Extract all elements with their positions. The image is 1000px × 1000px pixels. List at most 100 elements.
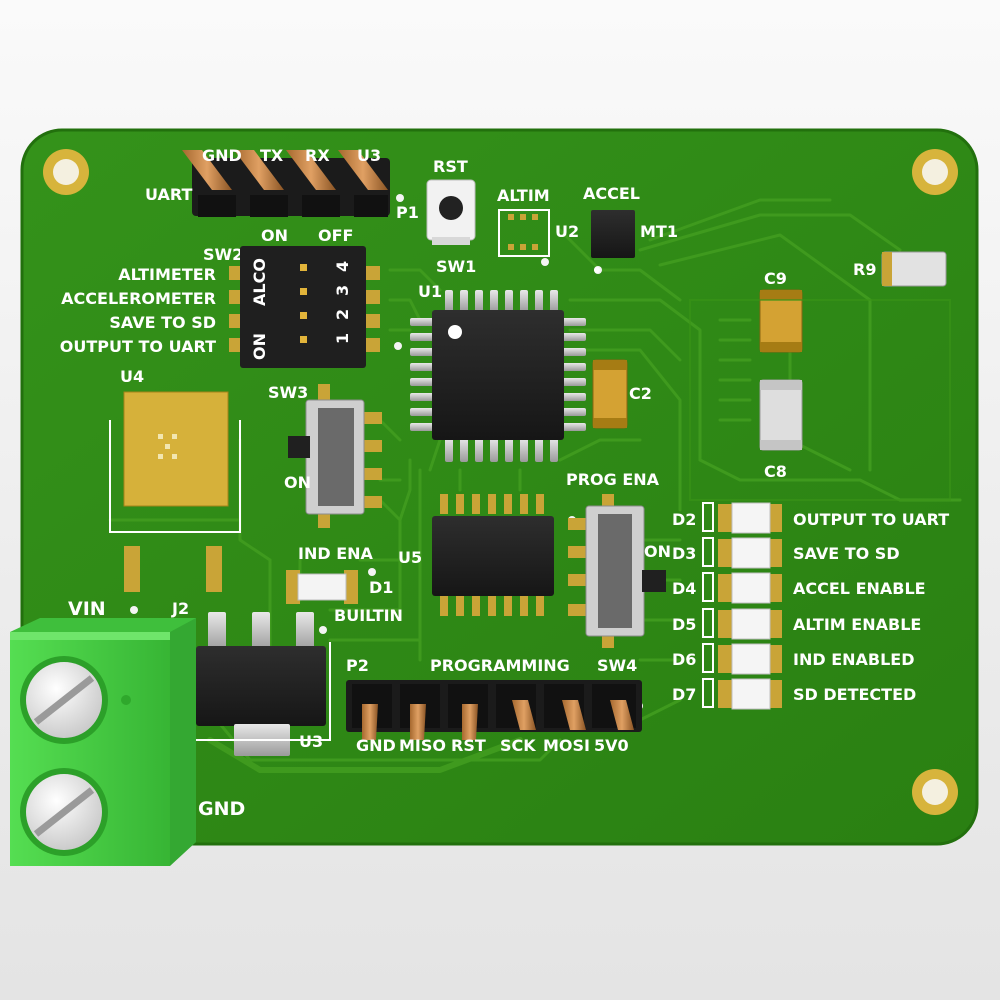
dip-option-output-to-uart: OUTPUT TO UART bbox=[60, 337, 216, 356]
dip-number-2: 2 bbox=[333, 309, 352, 320]
screw-top[interactable] bbox=[20, 656, 108, 744]
dip-number-4: 4 bbox=[333, 261, 352, 272]
led-descriptions: OUTPUT TO UART SAVE TO SD ACCEL ENABLE A… bbox=[793, 510, 949, 704]
sw2-label: SW2 bbox=[203, 245, 243, 264]
dip-number-1: 1 bbox=[333, 333, 352, 344]
dip-option-save-to-sd: SAVE TO SD bbox=[109, 313, 216, 332]
c8-label: C8 bbox=[764, 462, 787, 481]
led-label-d3: SAVE TO SD bbox=[793, 544, 900, 563]
accelerometer-mt1 bbox=[591, 210, 635, 273]
led-d7 bbox=[702, 678, 782, 710]
uart-header-p1[interactable] bbox=[182, 150, 390, 217]
sensor-u4 bbox=[109, 391, 241, 533]
pin-gnd-label: GND bbox=[356, 736, 396, 755]
rx-pin-label: RX bbox=[305, 146, 330, 165]
led-column bbox=[702, 502, 782, 710]
pin-5v0-label: 5V0 bbox=[594, 736, 629, 755]
led-ref-d2: D2 bbox=[672, 510, 696, 529]
p1-label: P1 bbox=[396, 203, 419, 222]
altimeter-sensor-u2 bbox=[498, 209, 550, 257]
tx-pin-label: TX bbox=[260, 146, 284, 165]
u2-label: U2 bbox=[555, 222, 579, 241]
led-d1 bbox=[286, 570, 358, 604]
programming-label: PROGRAMMING bbox=[430, 656, 570, 675]
gnd-pin-label: GND bbox=[202, 146, 242, 165]
led-d3 bbox=[702, 537, 782, 569]
slide-switch-sw3[interactable] bbox=[288, 384, 382, 528]
mounting-holes bbox=[43, 149, 958, 815]
accel-label: ACCEL bbox=[583, 184, 640, 203]
programming-pin-labels: GND MISO RST SCK MOSI 5V0 bbox=[356, 736, 629, 755]
c2-label: C2 bbox=[629, 384, 652, 403]
led-ref-d5: D5 bbox=[672, 615, 696, 634]
capacitor-c9 bbox=[759, 289, 803, 353]
vin-label: VIN bbox=[68, 598, 106, 620]
rst-label: RST bbox=[433, 157, 468, 176]
reset-button-sw1[interactable] bbox=[426, 179, 476, 245]
sw3-on-label: ON bbox=[284, 473, 311, 492]
u1-label: U1 bbox=[418, 282, 442, 301]
u3-bottom-label: U3 bbox=[299, 732, 323, 751]
p2-label: P2 bbox=[346, 656, 369, 675]
builtin-label: BUILTIN bbox=[334, 606, 403, 625]
dip-switch-sw2[interactable] bbox=[229, 246, 380, 368]
sw1-label: SW1 bbox=[436, 257, 476, 276]
dip-number-3: 3 bbox=[333, 285, 352, 296]
capacitor-c8 bbox=[759, 379, 803, 451]
led-d5 bbox=[702, 608, 782, 640]
led-d4 bbox=[702, 572, 782, 604]
microcontroller-u1 bbox=[410, 290, 586, 462]
led-label-d4: ACCEL ENABLE bbox=[793, 579, 926, 598]
led-ref-d4: D4 bbox=[672, 579, 696, 598]
ic-u5 bbox=[432, 494, 554, 616]
sw4-label: SW4 bbox=[597, 656, 637, 675]
ind-ena-label: IND ENA bbox=[298, 544, 374, 563]
programming-header-p2[interactable] bbox=[346, 680, 642, 740]
u3-top-label: U3 bbox=[357, 146, 381, 165]
dip-on-label: ON bbox=[250, 333, 269, 360]
dip-option-accelerometer: ACCELEROMETER bbox=[61, 289, 216, 308]
dip-brand-label: ALCO bbox=[250, 258, 269, 306]
prog-ena-label: PROG ENA bbox=[566, 470, 660, 489]
led-label-d7: SD DETECTED bbox=[793, 685, 916, 704]
j2-pads bbox=[124, 546, 222, 592]
d1-label: D1 bbox=[369, 578, 393, 597]
screw-bottom[interactable] bbox=[20, 768, 108, 856]
dip-option-altimeter: ALTIMETER bbox=[118, 265, 216, 284]
power-terminal-block-j2[interactable] bbox=[10, 618, 196, 866]
capacitor-c2 bbox=[592, 359, 628, 429]
sw4-on-label: ON bbox=[644, 542, 671, 561]
c9-label: C9 bbox=[764, 269, 787, 288]
led-label-d6: IND ENABLED bbox=[793, 650, 915, 669]
dip-option-labels: ALTIMETER ACCELEROMETER SAVE TO SD OUTPU… bbox=[60, 265, 216, 356]
on-label: ON bbox=[261, 226, 288, 245]
dip-number-labels: 1 2 3 4 bbox=[333, 261, 352, 344]
led-d2 bbox=[702, 502, 782, 534]
gnd-bottom-label: GND bbox=[198, 798, 245, 820]
led-ref-d7: D7 bbox=[672, 685, 696, 704]
u4-label: U4 bbox=[120, 367, 144, 386]
u5-label: U5 bbox=[398, 548, 422, 567]
altim-label: ALTIM bbox=[497, 186, 550, 205]
sw3-label: SW3 bbox=[268, 383, 308, 402]
j2-label: J2 bbox=[171, 599, 189, 618]
sd-card-footprint bbox=[689, 299, 951, 501]
slide-switch-sw4[interactable] bbox=[568, 494, 666, 648]
pin-miso-label: MISO bbox=[399, 736, 446, 755]
led-label-d2: OUTPUT TO UART bbox=[793, 510, 949, 529]
led-refs: D2 D3 D4 D5 D6 D7 bbox=[672, 510, 696, 704]
resistor-r9 bbox=[881, 251, 947, 287]
pin-mosi-label: MOSI bbox=[543, 736, 590, 755]
led-ref-d3: D3 bbox=[672, 544, 696, 563]
pin-rst-label: RST bbox=[451, 736, 486, 755]
led-ref-d6: D6 bbox=[672, 650, 696, 669]
off-label: OFF bbox=[318, 226, 353, 245]
uart-label: UART bbox=[145, 185, 192, 204]
r9-label: R9 bbox=[853, 260, 876, 279]
led-d6 bbox=[702, 643, 782, 675]
pin-sck-label: SCK bbox=[500, 736, 536, 755]
mt1-label: MT1 bbox=[640, 222, 678, 241]
led-label-d5: ALTIM ENABLE bbox=[793, 615, 921, 634]
voltage-regulator-u3 bbox=[185, 612, 331, 756]
